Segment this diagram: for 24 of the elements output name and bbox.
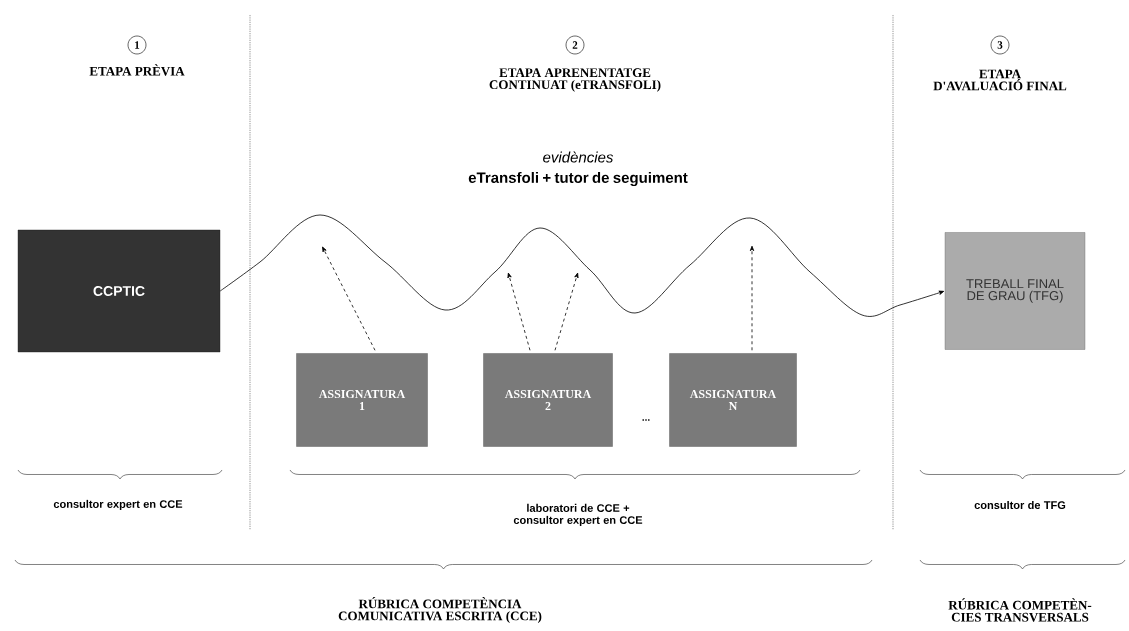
stage-heading: ETAPA APRENENTATGE CONTINUAT (eTRANSFOLI)	[489, 68, 661, 92]
wave-arrow	[219, 214, 945, 317]
support-label: laboratori de CCE + consultor expert en CCE	[513, 503, 643, 527]
process-box: TREBALL FINAL DE GRAU (TFG)	[944, 232, 1086, 350]
rubric-label: RÚBRICA COMPETÈNCIA COMUNICATIVA ESCRITA (CCE)	[338, 597, 542, 623]
arrow	[554, 272, 579, 351]
stage-heading: ETAPA D'AVALUACIÓ FINAL	[933, 69, 1067, 91]
arrow	[507, 272, 531, 351]
process-box: ASSIGNATURA N	[669, 353, 797, 447]
arrow	[322, 246, 376, 351]
stage-heading: ETAPA PRÈVIA	[89, 64, 185, 76]
caption-text: evidències	[543, 151, 614, 163]
callout-number: 2	[565, 35, 585, 55]
arrow	[749, 245, 755, 351]
ellipsis: ...	[642, 419, 650, 421]
caption-text: eTransfoli + tutor de seguiment	[468, 171, 688, 186]
callout-number: 1	[127, 35, 147, 55]
process-box: CCPTIC	[17, 229, 221, 353]
support-label: consultor de TFG	[974, 500, 1066, 510]
support-label: consultor expert en CCE	[53, 499, 183, 511]
process-box: ASSIGNATURA 1	[296, 353, 428, 447]
callout-number: 3	[990, 35, 1010, 55]
rubric-label: RÚBRICA COMPETÈN- CIES TRANSVERSALS	[948, 598, 1092, 622]
process-box: ASSIGNATURA 2	[483, 353, 613, 447]
